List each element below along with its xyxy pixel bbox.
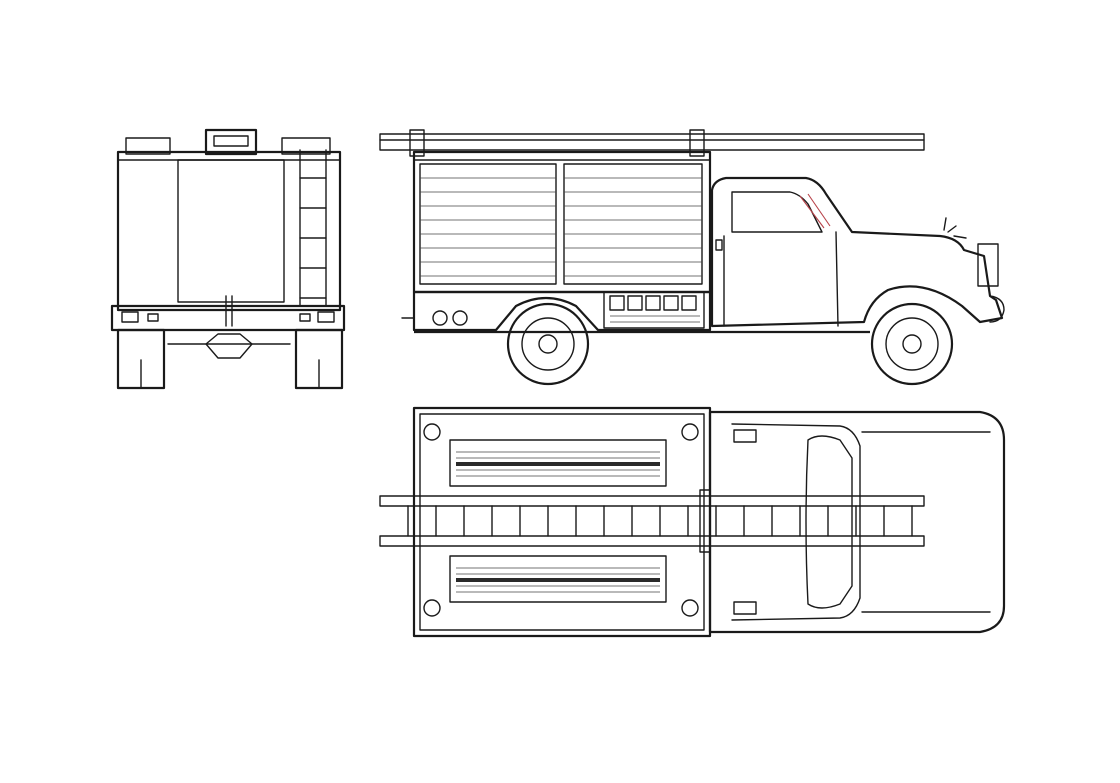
side-front-bumper bbox=[989, 295, 1005, 323]
rear-roof-light-lens bbox=[213, 135, 249, 147]
side-pump-outlet-1 bbox=[432, 310, 448, 326]
side-door-handle bbox=[715, 239, 723, 251]
rear-roof-box-left bbox=[125, 137, 171, 155]
rear-tail-light-left bbox=[121, 311, 139, 323]
side-pump-panel bbox=[603, 291, 705, 329]
rear-differential bbox=[205, 333, 253, 359]
side-equipment-body bbox=[412, 150, 712, 294]
top-hose-tray-lower bbox=[449, 555, 667, 603]
rear-ladder bbox=[299, 149, 327, 307]
top-windshield bbox=[805, 435, 853, 609]
side-view bbox=[379, 129, 1005, 386]
side-pump-outlet-2 bbox=[452, 310, 468, 326]
side-wheel-front bbox=[870, 302, 954, 386]
side-mirror bbox=[943, 217, 967, 239]
top-corner-light-1 bbox=[423, 423, 441, 441]
side-windshield bbox=[799, 193, 831, 229]
side-door-seam bbox=[835, 231, 839, 327]
top-roof-ladder bbox=[379, 489, 925, 553]
rear-tail-light-right bbox=[317, 311, 335, 323]
rear-door-panel bbox=[177, 159, 285, 303]
side-grille bbox=[977, 243, 999, 287]
top-cab-roof bbox=[731, 423, 861, 621]
side-cab-window bbox=[731, 191, 823, 233]
side-lower-skirt bbox=[412, 290, 712, 332]
top-corner-light-2 bbox=[681, 423, 699, 441]
side-wheel-rear bbox=[506, 302, 590, 386]
rear-view bbox=[110, 128, 346, 390]
rear-bumper bbox=[110, 304, 346, 332]
rear-body bbox=[116, 150, 342, 312]
top-cab bbox=[708, 410, 1006, 634]
top-view bbox=[379, 406, 1006, 638]
side-roller-shutter-right bbox=[563, 163, 703, 285]
rear-roof-box-right bbox=[281, 137, 331, 155]
top-hose-tray-upper bbox=[449, 439, 667, 487]
side-pump-gauges bbox=[609, 295, 700, 323]
side-cab bbox=[710, 176, 1004, 328]
rear-roof-light bbox=[204, 128, 258, 156]
top-corner-light-4 bbox=[681, 599, 699, 617]
top-mirror-left bbox=[733, 429, 757, 443]
side-roller-shutter-left bbox=[419, 163, 557, 285]
top-corner-light-3 bbox=[423, 599, 441, 617]
side-roof-ladder bbox=[379, 129, 925, 157]
top-mirror-right bbox=[733, 601, 757, 615]
